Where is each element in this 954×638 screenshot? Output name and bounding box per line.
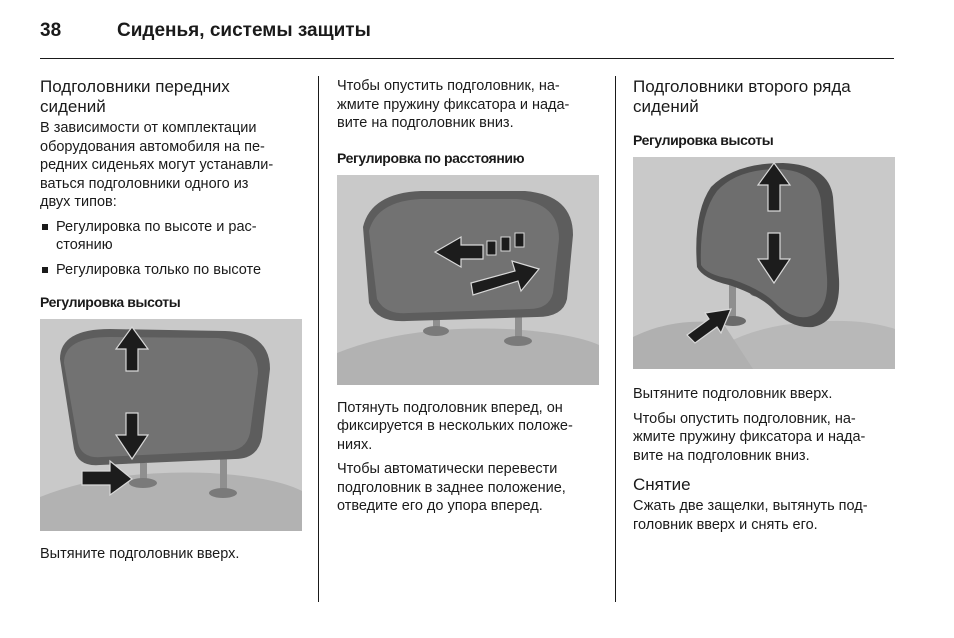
heading-line: Подголовники второго ряда [633,77,851,96]
text-line: головник вверх и снять его. [633,516,818,533]
text-line: оборудования автомобиля на пе- [40,138,265,155]
text-line: стоянию [56,237,113,253]
text-line: Сжать две защелки, вытянуть под- [633,498,868,514]
text-line: двух типов: [40,194,117,210]
figure-front-height [40,319,302,531]
lowering-paragraph-rear: Чтобы опустить подголовник, на- жмите пр… [633,410,895,466]
column-divider-1 [318,76,319,602]
push-arrow-icon [81,459,133,497]
text-line: Чтобы опустить подголовник, на- [337,78,560,94]
figure-rear-height [633,157,895,369]
text-line: подголовник в заднее положение, [337,479,566,496]
text-line: Регулировка только по высоте [56,261,262,278]
type-list: Регулировка по высоте и рас- стоянию Рег… [40,218,302,280]
push-arrow-icon [686,308,732,344]
text-line: вите на подголовник вниз. [337,115,514,131]
column-2: Чтобы опустить подголовник, на- жмите пр… [337,77,599,516]
text-line: Чтобы опустить подголовник, на- [633,410,856,427]
text-line: ваться подголовники одного из [40,175,249,192]
up-arrow-icon [114,325,150,372]
text-line: вите на подголовник вниз. [633,447,810,464]
running-head: Сиденья, системы защиты [117,20,371,41]
subheading-height-rear: Регулировка высоты [633,132,774,148]
subheading-height-front: Регулировка высоты [40,294,181,310]
section-heading-front: Подголовники передних сидений [40,77,302,117]
down-arrow-icon [114,412,150,461]
text-line: жмите пружину фиксатора и нада- [633,429,866,445]
heading-line: сидений [40,97,106,116]
text-line: редних сиденьях могут устанавли- [40,157,274,173]
pull-up-paragraph: Вытяните подголовник вверх. [633,386,833,402]
heading-line: сидений [633,97,699,116]
text-line: ниях. [337,436,373,453]
lowering-paragraph: Чтобы опустить подголовник, на- жмите пр… [337,77,599,133]
removal-heading: Снятие [633,475,691,494]
text-line: В зависимости от комплектации [40,120,257,136]
text-line: отведите его до упора вперед. [337,498,543,514]
figure-caption-front: Вытяните подголовник вверх. [40,546,240,562]
backward-dashed-arrow-icon [433,232,525,268]
heading-line: Подголовники передних [40,77,230,96]
subheading-distance: Регулировка по расстоянию [337,149,525,166]
column-1: Подголовники передних сидений В зависимо… [40,77,302,564]
text-line: Потянуть подголовник вперед, он [337,399,563,416]
forward-paragraph: Потянуть подголовник вперед, он фиксируе… [337,399,599,455]
text-line: Чтобы автоматически перевести [337,461,558,477]
text-line: жмите пружину фиксатора и нада- [337,96,570,113]
reset-paragraph: Чтобы автоматически перевести подголовни… [337,460,599,516]
text-line: Регулировка по высоте и рас- [56,218,257,235]
column-divider-2 [615,76,616,602]
section-heading-rear: Подголовники второго ряда сидений [633,77,895,117]
page-number: 38 [40,20,62,41]
list-item: Регулировка по высоте и рас- стоянию [40,218,302,255]
header-rule [40,58,894,59]
removal-paragraph: Сжать две защелки, вытянуть под- головни… [633,497,895,534]
intro-paragraph: В зависимости от комплектации оборудован… [40,119,302,212]
list-item: Регулировка только по высоте [40,261,302,280]
up-arrow-icon [756,161,792,212]
column-3: Подголовники второго ряда сидений Регули… [633,77,895,534]
forward-arrow-icon [470,259,541,296]
text-line: фиксируется в нескольких положе- [337,418,573,434]
figure-distance [337,174,599,385]
down-arrow-icon [756,232,792,285]
